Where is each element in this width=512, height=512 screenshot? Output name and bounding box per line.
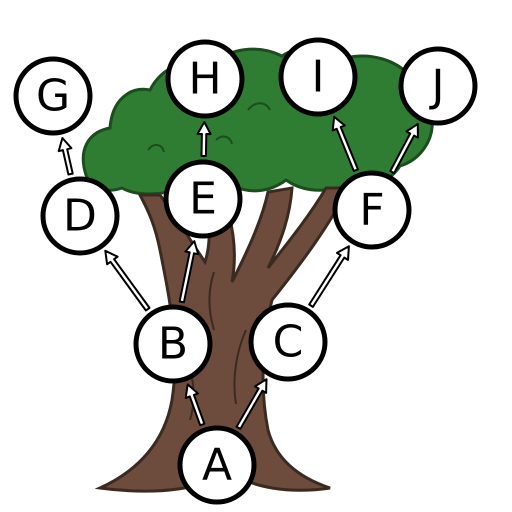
nodes-layer: A B C D E F G (13, 37, 478, 505)
canopy-detail (147, 92, 321, 153)
node-e-label: E (189, 174, 217, 225)
node-c: C (248, 302, 328, 382)
node-a-label: A (202, 440, 232, 491)
arrow-b-to-d (104, 249, 151, 312)
node-j-label: J (429, 61, 445, 112)
node-e: E (163, 159, 243, 239)
node-a: A (177, 425, 257, 505)
node-d: D (40, 176, 120, 256)
node-g: G (13, 56, 93, 136)
node-f: F (332, 170, 412, 250)
node-j: J (398, 46, 478, 126)
arrow-a-to-c (235, 378, 268, 430)
node-f-label: F (359, 185, 384, 236)
arrow-a-to-b (184, 383, 206, 427)
node-c-label: C (273, 317, 304, 368)
node-b-label: B (158, 319, 188, 370)
trunk-shape (94, 186, 351, 493)
arrow-f-to-j (389, 123, 419, 175)
arrow-d-to-g (57, 137, 74, 176)
node-b: B (133, 304, 213, 384)
node-g-label: G (36, 71, 70, 122)
arrow-c-to-f (308, 245, 350, 308)
node-i-label: I (312, 52, 325, 103)
arrow-e-to-h (196, 121, 212, 157)
arrow-f-to-i (331, 115, 359, 172)
node-h-label: H (188, 54, 221, 105)
arrow-b-to-e (178, 240, 200, 304)
node-h: H (165, 39, 245, 119)
edges-layer (57, 115, 419, 430)
node-d-label: D (63, 191, 97, 242)
node-i: I (278, 37, 358, 117)
